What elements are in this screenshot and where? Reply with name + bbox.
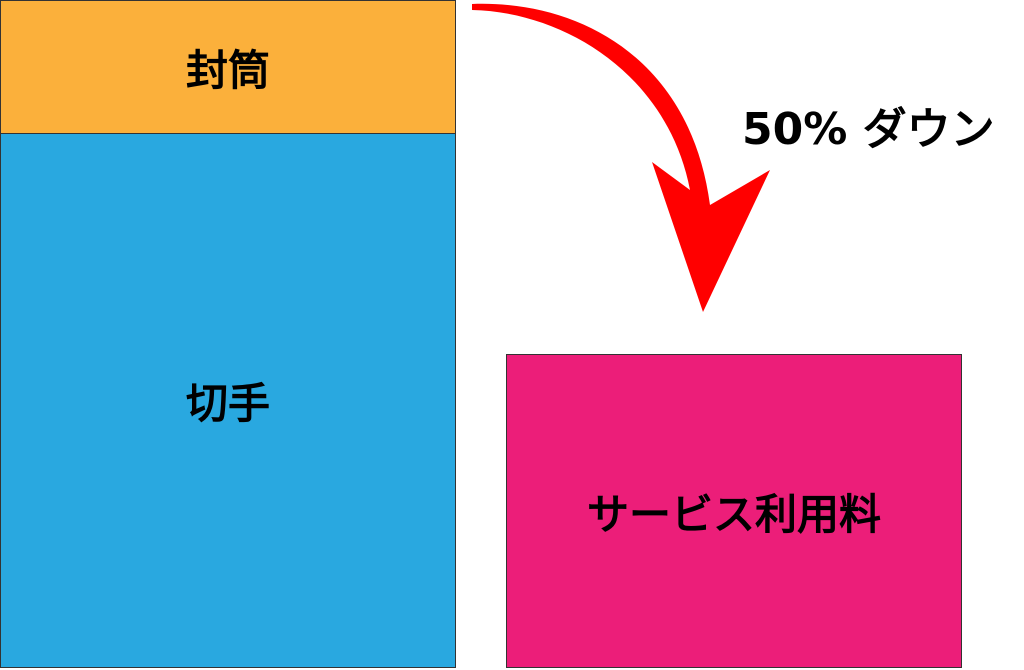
- service-fee-box: サービス利用料: [506, 354, 962, 668]
- arrow-shape: [472, 3, 770, 312]
- stamp-box: 切手: [0, 133, 456, 668]
- envelope-box: 封筒: [0, 0, 456, 134]
- service-fee-label: サービス利用料: [586, 489, 881, 539]
- envelope-label: 封筒: [185, 45, 270, 95]
- reduction-label: 50% ダウン: [742, 104, 995, 155]
- stamp-label: 切手: [185, 379, 270, 428]
